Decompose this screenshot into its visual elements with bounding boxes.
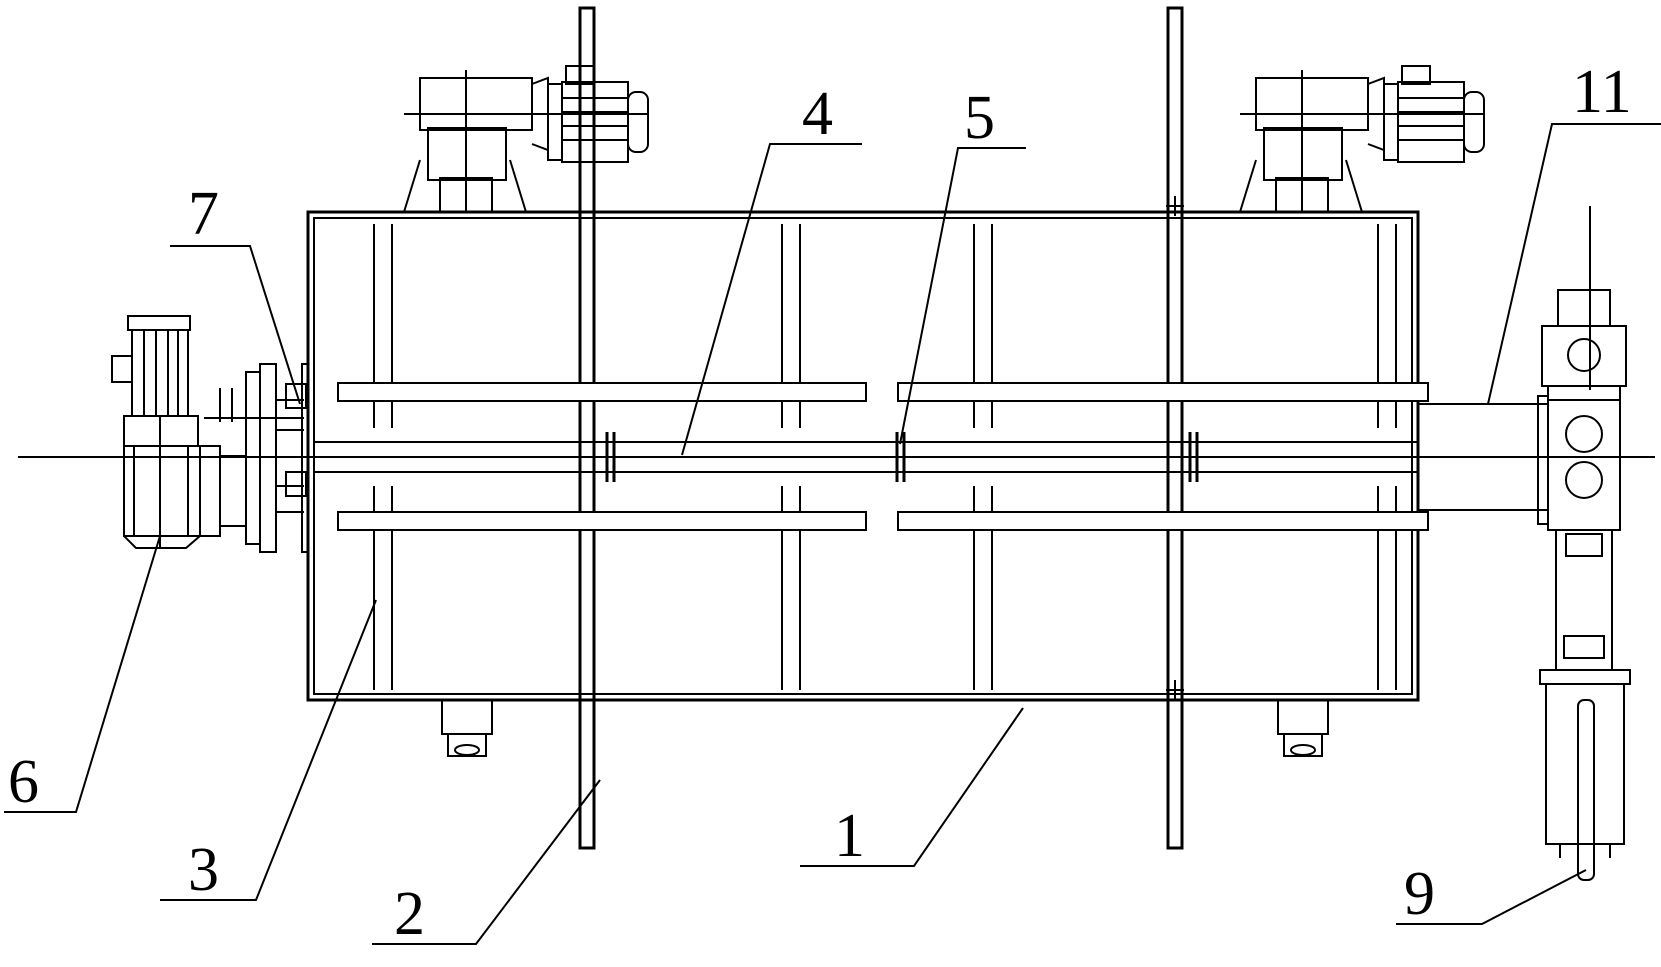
- callout-7: 7: [188, 180, 219, 248]
- callout-5: 5: [964, 84, 995, 152]
- callout-1: 1: [834, 802, 865, 870]
- leader-1: [800, 707, 1024, 867]
- leader-9: [1396, 869, 1587, 925]
- top-gearmotor-left: [403, 65, 649, 213]
- leader-5: [899, 147, 1026, 445]
- leader-lines: [4, 123, 1661, 945]
- right-discharge-unit: [1418, 206, 1631, 881]
- callout-11: 11: [1572, 58, 1632, 126]
- stiffener-columns: [373, 224, 1397, 690]
- bottom-bearing-left: [441, 699, 493, 757]
- callout-4: 4: [802, 80, 833, 148]
- callout-9: 9: [1404, 860, 1435, 928]
- leader-7: [170, 245, 301, 405]
- callout-3: 3: [188, 836, 219, 904]
- vertical-rail-left: [578, 6, 596, 850]
- top-gearmotor-right: [1239, 65, 1485, 213]
- leader-3: [160, 599, 377, 901]
- leader-6: [4, 535, 161, 813]
- stiffener-4: [1377, 224, 1397, 690]
- stiffener-3: [973, 224, 993, 690]
- main-shaft: [314, 432, 1418, 482]
- stiffener-1: [373, 224, 393, 690]
- left-coupling-7: [199, 363, 309, 553]
- callout-6: 6: [8, 748, 39, 816]
- stiffener-2: [781, 224, 801, 690]
- scraper-bars: [337, 382, 1429, 531]
- leader-11: [1487, 123, 1661, 405]
- vertical-rail-right: [1166, 6, 1184, 850]
- callout-2: 2: [394, 880, 425, 948]
- bottom-bearing-right: [1277, 699, 1329, 757]
- leader-2: [372, 779, 601, 945]
- left-drive-motor: [111, 315, 201, 549]
- callout-labels: 1 2 3 4 5 6 7 9 11: [8, 58, 1632, 948]
- leader-4: [681, 143, 862, 456]
